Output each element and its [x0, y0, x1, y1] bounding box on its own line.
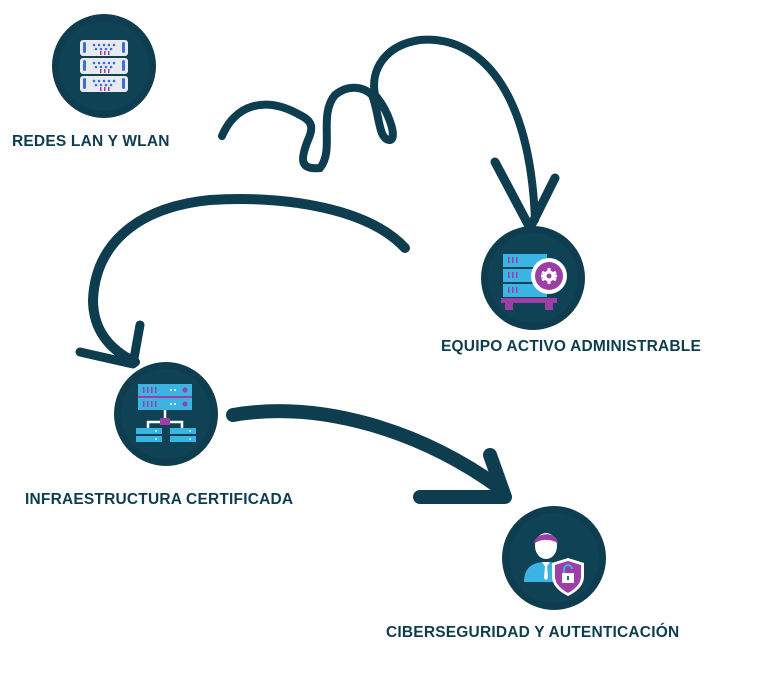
arrow-infra-to-ciber — [226, 404, 512, 504]
server-gear-icon — [481, 226, 585, 330]
arrow-equipo-to-infra — [75, 194, 410, 369]
node-label-infra: INFRAESTRUCTURA CERTIFICADA — [25, 491, 294, 508]
node-label-ciber: CIBERSEGURIDAD Y AUTENTICACIÓN — [386, 624, 680, 641]
server-rack-icon — [52, 14, 156, 118]
node-label-redes: REDES LAN Y WLAN — [12, 133, 170, 150]
user-shield-lock-icon — [502, 506, 606, 610]
network-hierarchy-icon — [114, 362, 218, 466]
node-label-equipo: EQUIPO ACTIVO ADMINISTRABLE — [441, 338, 702, 355]
